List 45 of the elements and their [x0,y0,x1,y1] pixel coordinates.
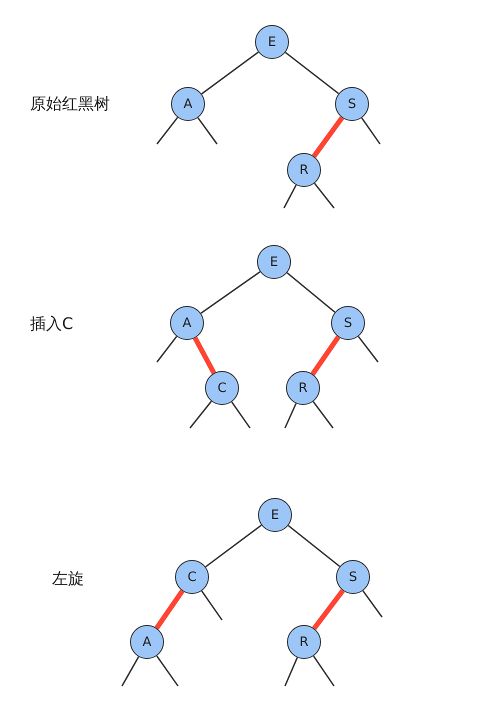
edge-line [361,118,381,144]
tree-node-circle: R [286,371,320,405]
tree-node-circle: C [205,371,239,405]
edge-line [284,52,340,94]
tree-node-circle: S [331,306,365,340]
tree-caption: 原始红黑树 [30,94,110,115]
edge-line [197,117,218,144]
tree-node-circle: C [175,560,209,594]
tree-node-circle: A [171,87,205,121]
edge-line [201,590,223,620]
tree-node-circle: S [336,560,370,594]
edge-line [231,402,251,428]
edge-line [121,656,140,686]
edge-line [362,590,383,618]
edge-line [284,657,298,686]
edge-line [286,272,336,313]
tree-node-circle: A [130,625,164,659]
edge-line [156,336,178,362]
edge-line [312,656,335,686]
tree-node-circle: E [258,498,292,532]
tree-node-circle: S [335,87,369,121]
edge-line [192,336,216,374]
edge-line [200,271,261,314]
tree-caption: 左旋 [52,569,84,590]
edge-line [310,336,340,376]
tree-node-circle: E [255,25,289,59]
tree-node-circle: A [170,306,204,340]
edge-line [189,400,212,428]
tree-caption: 插入C [30,314,74,335]
tree-node-circle: E [257,245,291,279]
edge-line [205,524,262,568]
edge-line [156,655,179,686]
edge-line [288,525,340,567]
tree-node-circle: R [287,625,321,659]
edge-line [358,336,379,362]
edge-line [314,182,335,208]
edge-line [284,403,297,428]
edge-line [312,589,345,630]
edge-line [312,116,344,158]
edge-line [156,116,178,144]
edge-line [283,184,297,208]
edge-line [312,401,334,428]
edge-line [201,52,259,94]
edge-line [154,590,184,630]
tree-node-circle: R [287,153,321,187]
